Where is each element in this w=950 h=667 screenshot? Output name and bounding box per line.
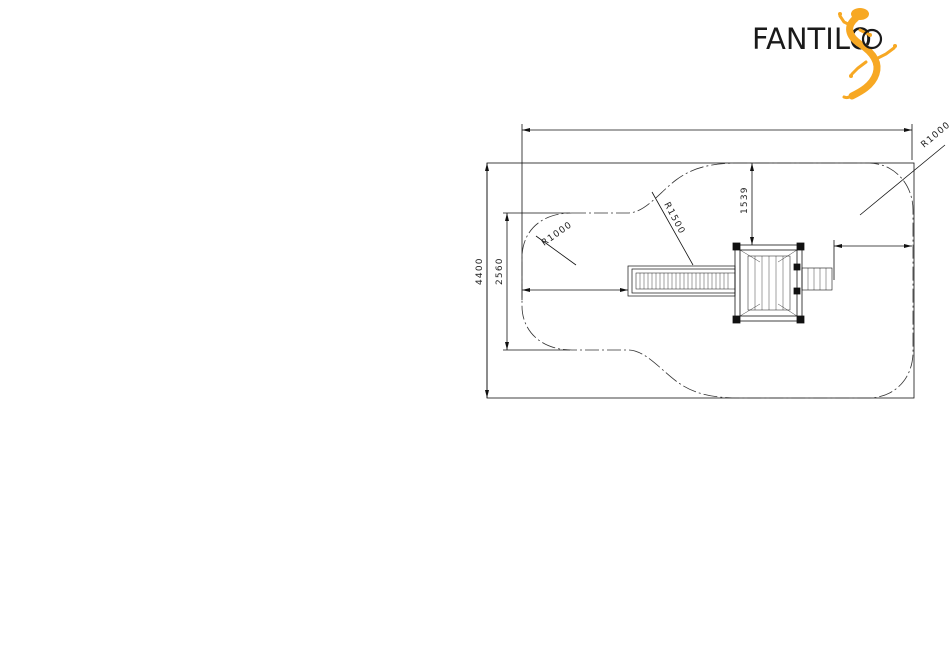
radius-1000-left-label: R1000 xyxy=(540,220,575,248)
radius-1000-leader-right xyxy=(860,145,945,215)
slide xyxy=(628,266,735,296)
radius-1500-leader xyxy=(652,192,693,265)
safety-zone-outline xyxy=(522,163,913,398)
dimension-4400-label: 4400 xyxy=(475,257,485,285)
radius-1000-right-label: R1000 xyxy=(920,120,950,150)
dimension-1539-label: 1539 xyxy=(740,186,750,214)
outer-boundary xyxy=(487,163,914,398)
dimension-2560-label: 2560 xyxy=(495,257,505,285)
tower-platform xyxy=(733,243,832,323)
